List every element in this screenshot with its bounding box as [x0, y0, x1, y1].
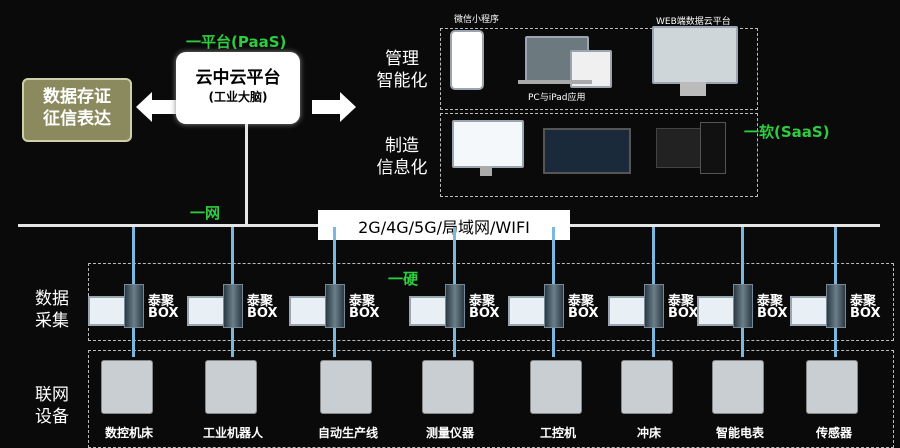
platform-title: 云中云平台 [195, 68, 281, 88]
laptop-base [518, 80, 592, 84]
device-label: 自动生产线 [317, 426, 378, 440]
web-monitor-stand [680, 82, 706, 96]
management-label-1: 管理 [385, 49, 419, 69]
device-label: 智能电表 [715, 426, 764, 440]
box-name-line1: 泰聚 [757, 294, 784, 309]
pc-tower-case [700, 122, 726, 174]
collector-screen-image [289, 296, 329, 326]
manufacturing-label-1: 制造 [385, 136, 419, 156]
box-router-image [124, 284, 144, 328]
collector-screen-image [409, 296, 449, 326]
dashboard-monitor-stand [480, 166, 492, 176]
box-name-line1: 泰聚 [247, 294, 274, 309]
manufacturing-panel [440, 113, 758, 197]
device-image [422, 360, 474, 414]
box-name-line2: BOX [349, 306, 380, 321]
device-image [806, 360, 858, 414]
web-platform-label: WEB端数据云平台 [656, 17, 731, 27]
network-label-box [318, 210, 570, 240]
web-monitor-image [652, 26, 738, 84]
box-name-line1: 泰聚 [668, 294, 695, 309]
collector-screen-image [508, 296, 548, 326]
phone-image [450, 30, 484, 90]
box-router-image [325, 284, 345, 328]
box-name-line1: 泰聚 [349, 294, 376, 309]
platform-connector [245, 124, 248, 224]
pc-ipad-label: PC与iPad应用 [528, 93, 586, 103]
box-router-image [544, 284, 564, 328]
collection-label-2: 采集 [35, 311, 69, 331]
platform-tag: 一平台(PaaS) [186, 33, 287, 51]
collector-screen-image [187, 296, 227, 326]
box-name-line2: BOX [850, 306, 881, 321]
device-image [621, 360, 673, 414]
box-name-line1: 泰聚 [850, 294, 877, 309]
box-name-line2: BOX [247, 306, 278, 321]
box-name-line2: BOX [469, 306, 500, 321]
data-credit-line1: 数据存证 [43, 87, 111, 107]
device-label: 工业机器人 [202, 426, 263, 440]
data-credit-line2: 征信表达 [43, 109, 111, 129]
collection-label-1: 数据 [35, 289, 69, 309]
management-label-2: 智能化 [376, 71, 428, 91]
box-router-image [826, 284, 846, 328]
hardware-tag: 一硬 [388, 270, 419, 288]
box-name-line2: BOX [148, 306, 179, 321]
dashboard-monitor-image [452, 120, 524, 168]
management-panel [440, 28, 758, 110]
network-tag: 一网 [190, 204, 221, 222]
device-label: 工控机 [539, 426, 576, 440]
box-name-line2: BOX [568, 306, 599, 321]
collector-screen-image [790, 296, 830, 326]
devices-label-1: 联网 [35, 385, 69, 405]
box-name-line1: 泰聚 [568, 294, 595, 309]
device-image [320, 360, 372, 414]
platform-box [176, 52, 300, 124]
box-router-image [445, 284, 465, 328]
platform-subtitle: (工业大脑) [208, 90, 268, 104]
wechat-label: 微信小程序 [454, 15, 500, 25]
box-name-line2: BOX [757, 306, 788, 321]
device-image [712, 360, 764, 414]
box-name-line1: 泰聚 [148, 294, 175, 309]
device-label: 数控机床 [104, 426, 153, 440]
devices-label-2: 设备 [35, 407, 69, 427]
box-router-image [644, 284, 664, 328]
data-credit-box [22, 78, 132, 142]
device-image [205, 360, 257, 414]
software-tag: 一软(SaaS) [744, 123, 830, 141]
left-arrow-icon [136, 92, 176, 122]
network-label: 2G/4G/5G/局域网/WIFI [358, 218, 530, 237]
device-label: 测量仪器 [425, 426, 474, 440]
device-image [530, 360, 582, 414]
control-screen-image [543, 128, 631, 174]
box-router-image [223, 284, 243, 328]
collector-screen-image [608, 296, 648, 326]
box-router-image [733, 284, 753, 328]
device-label: 冲床 [636, 426, 661, 440]
right-arrow-icon [312, 92, 356, 122]
device-label: 传感器 [815, 426, 852, 440]
collector-screen-image [88, 296, 128, 326]
manufacturing-label-2: 信息化 [376, 158, 428, 178]
box-name-line2: BOX [668, 306, 699, 321]
tablet-image [570, 50, 612, 88]
box-name-line1: 泰聚 [469, 294, 496, 309]
device-image [101, 360, 153, 414]
collector-screen-image [697, 296, 737, 326]
